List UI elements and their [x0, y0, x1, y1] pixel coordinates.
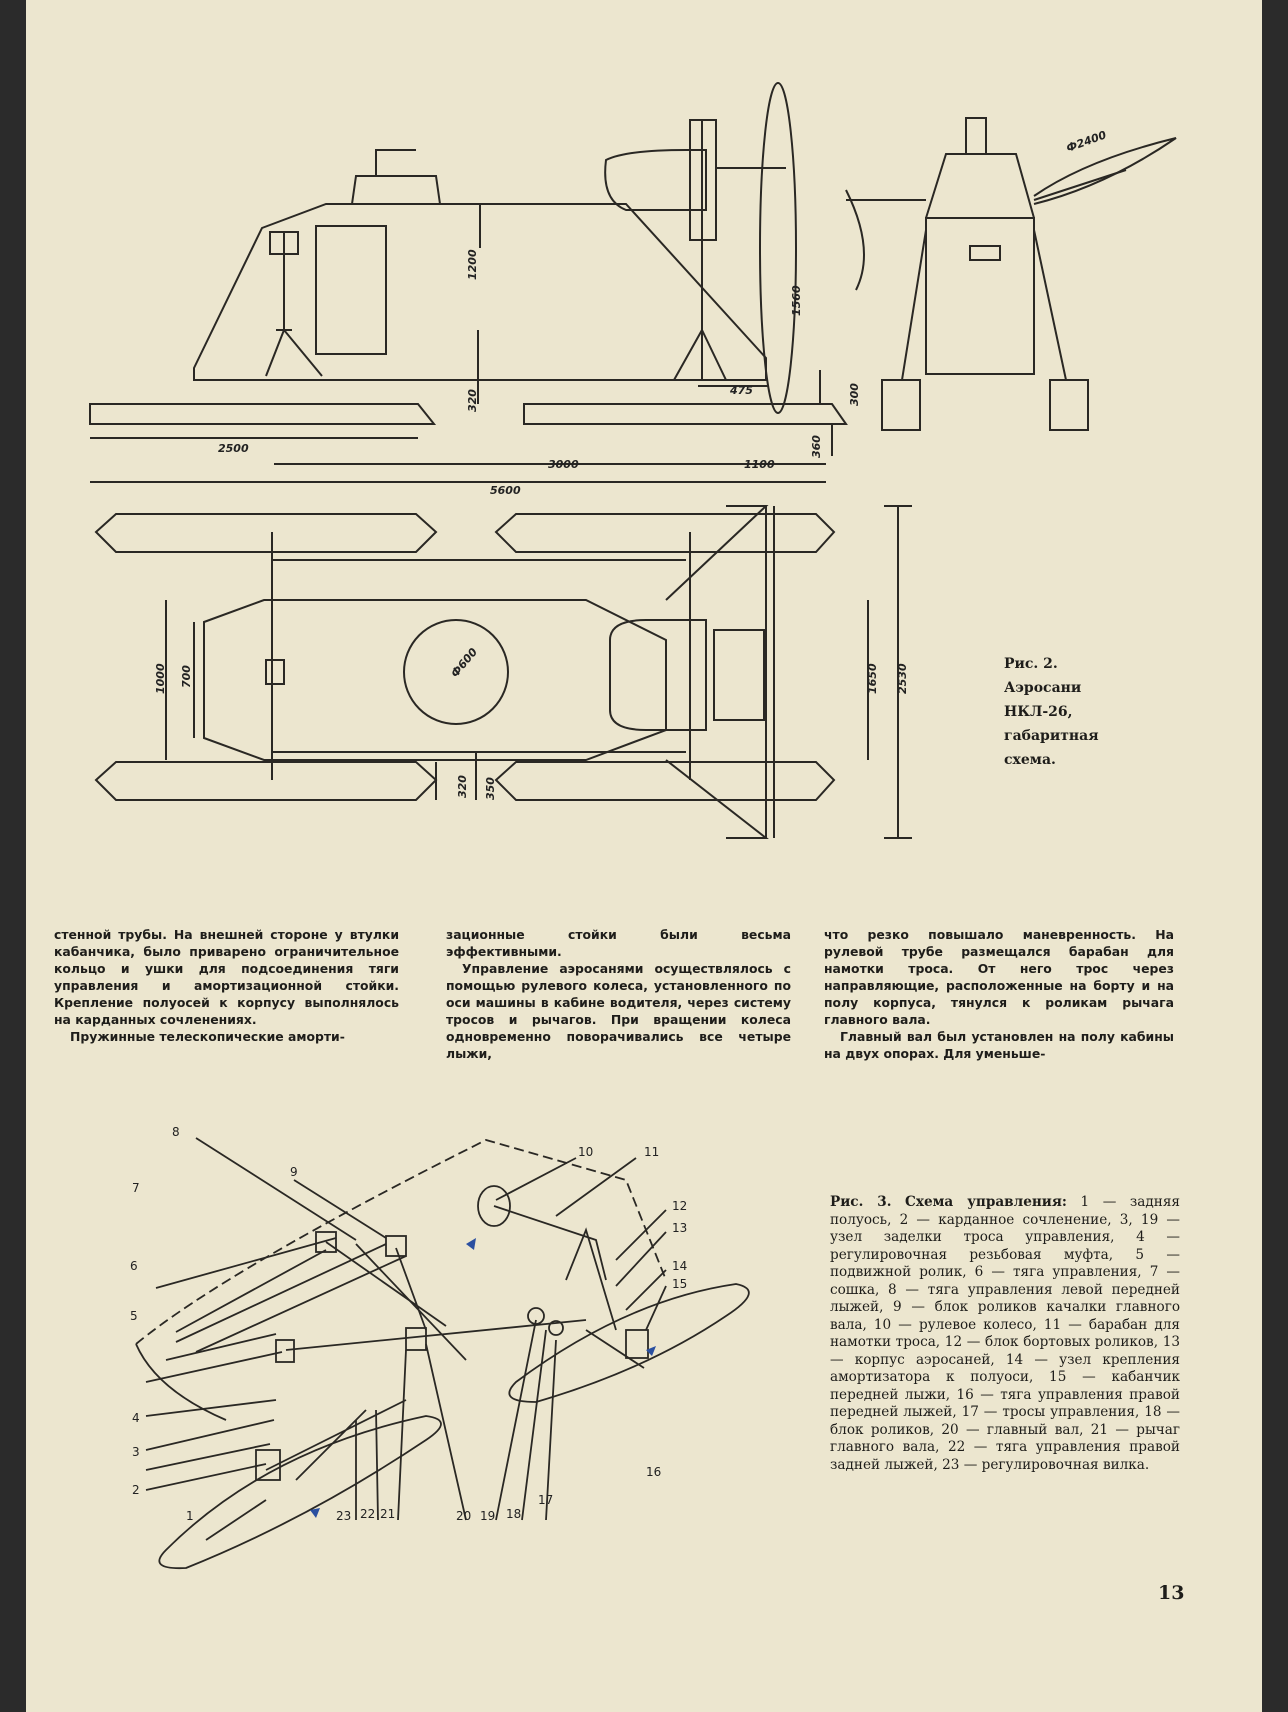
callout-6: 6	[130, 1259, 138, 1273]
figure-3-legend: Рис. 3. Схема управления: 1 — задняя пол…	[830, 1194, 1180, 1474]
paragraph: что резко повышало маневренность. На рул…	[824, 927, 1174, 1027]
dim-475: 475	[729, 384, 753, 397]
dim-1560: 1560	[790, 285, 803, 316]
paragraph: стенной трубы. На внешней стороне у втул…	[54, 927, 399, 1027]
caption-model: НКЛ-26,	[1004, 704, 1073, 720]
dim-1100: 1100	[744, 458, 775, 471]
caption-line4: схема.	[1004, 752, 1056, 768]
dim-700: 700	[180, 665, 193, 688]
text-column-3: что резко повышало маневренность. На рул…	[824, 926, 1174, 1062]
dim-2500: 2500	[218, 442, 249, 455]
figure-3-drawing: 8 9 7 10 11 12 13 6 14 15 5 4 3 2 16 1 1…	[130, 1125, 750, 1570]
paragraph: зационные стойки были весьма эффективным…	[446, 927, 791, 959]
callout-7: 7	[132, 1181, 140, 1195]
callout-23: 23	[336, 1509, 351, 1523]
callout-16: 16	[646, 1465, 661, 1479]
legend-text: 1 — задняя полуось, 2 — карданное сочлен…	[830, 1194, 1180, 1473]
figure-2-drawing: 1200 1560 320 475 300 360 2500 3000 1100…	[89, 82, 1177, 839]
dim-360: 360	[810, 435, 823, 458]
legend-title: Схема управления:	[905, 1194, 1067, 1210]
paragraph: Главный вал был установлен на полу кабин…	[824, 1029, 1174, 1061]
callout-2: 2	[132, 1483, 140, 1497]
dim-1000: 1000	[154, 663, 167, 694]
dim-320-top: 320	[456, 775, 469, 798]
legend-label: Рис. 3.	[830, 1194, 892, 1210]
callout-18: 18	[506, 1507, 521, 1521]
callout-15: 15	[672, 1277, 687, 1291]
callout-12: 12	[672, 1199, 687, 1213]
magazine-page: 1200 1560 320 475 300 360 2500 3000 1100…	[26, 0, 1262, 1712]
callout-20: 20	[456, 1509, 471, 1523]
callout-11: 11	[644, 1145, 659, 1159]
callout-17: 17	[538, 1493, 553, 1507]
paragraph: Пружинные телескопические аморти-	[70, 1029, 345, 1044]
dim-2530: 2530	[896, 663, 909, 694]
dim-phi600: Ф600	[448, 645, 480, 680]
dim-5600: 5600	[490, 484, 521, 497]
callout-4: 4	[132, 1411, 140, 1425]
dim-1650: 1650	[866, 663, 879, 694]
page-number: 13	[1158, 1582, 1185, 1604]
callout-9: 9	[290, 1165, 298, 1179]
dim-350: 350	[484, 777, 497, 800]
callout-21: 21	[380, 1507, 395, 1521]
callout-3: 3	[132, 1445, 140, 1459]
callout-10: 10	[578, 1145, 593, 1159]
figure-2-caption: Рис. 2. Аэросани НКЛ-26, габаритная схем…	[1004, 652, 1124, 772]
dim-3000: 3000	[548, 458, 579, 471]
caption-title: Аэросани	[1004, 680, 1082, 696]
callout-1: 1	[186, 1509, 194, 1523]
callout-5: 5	[130, 1309, 138, 1323]
dim-320-side: 320	[466, 389, 479, 412]
dim-1200: 1200	[466, 249, 479, 280]
caption-line3: габаритная	[1004, 728, 1099, 744]
callout-19: 19	[480, 1509, 495, 1523]
callout-22: 22	[360, 1507, 375, 1521]
text-column-1: стенной трубы. На внешней стороне у втул…	[54, 926, 399, 1045]
callout-14: 14	[672, 1259, 687, 1273]
caption-label: Рис. 2.	[1004, 656, 1058, 672]
paragraph: Управление аэросанями осуществлялось с п…	[446, 961, 791, 1061]
callout-13: 13	[672, 1221, 687, 1235]
dim-phi2400: Ф2400	[1065, 128, 1109, 155]
callout-8: 8	[172, 1125, 180, 1139]
text-column-2: зационные стойки были весьма эффективным…	[446, 926, 791, 1062]
dim-300: 300	[848, 383, 861, 406]
